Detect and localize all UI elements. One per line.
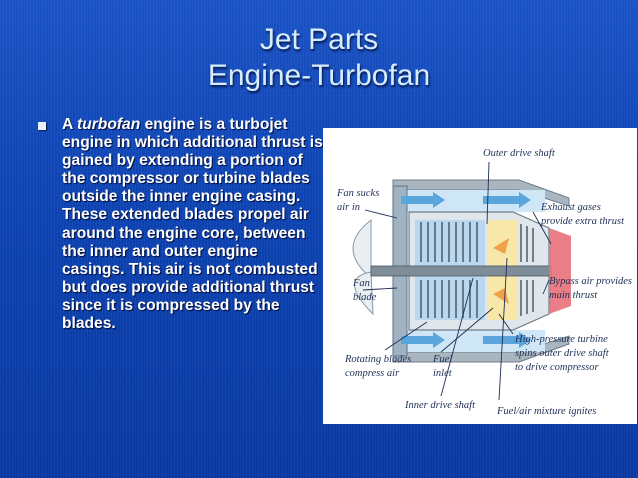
label-bypass-1: Bypass air provides bbox=[549, 276, 632, 287]
label-hpt-3: to drive compressor bbox=[515, 362, 600, 373]
label-rotating-1: Rotating blades bbox=[344, 354, 411, 365]
label-rotating-2: compress air bbox=[345, 368, 400, 379]
label-fuel-2: inlet bbox=[433, 368, 453, 379]
flame-upper bbox=[493, 238, 509, 254]
central-shaft bbox=[370, 265, 552, 277]
turbofan-diagram-svg: Outer drive shaft Fan sucks air in Exhau… bbox=[336, 148, 632, 417]
title-line-1: Jet Parts bbox=[259, 23, 379, 56]
label-exhaust-1: Exhaust gases bbox=[540, 202, 601, 213]
bullet-body: engine is a turbojet engine in which add… bbox=[62, 116, 323, 333]
leader-lines bbox=[362, 161, 552, 401]
label-fan-sucks-1: Fan sucks bbox=[336, 188, 379, 199]
bypass-duct-top bbox=[395, 190, 545, 212]
label-fan-sucks-2: air in bbox=[337, 202, 360, 213]
fan-dome-upper bbox=[352, 218, 372, 280]
label-bypass-2: main thrust bbox=[549, 290, 598, 301]
square-bullet-icon bbox=[38, 122, 46, 130]
label-inner-drive-shaft: Inner drive shaft bbox=[404, 400, 476, 411]
airflow-arrows bbox=[401, 192, 531, 348]
bullet-text: A turbofan engine is a turbojet engine i… bbox=[62, 116, 324, 333]
fan-dome-lower bbox=[354, 271, 374, 316]
label-outer-drive-shaft: Outer drive shaft bbox=[483, 148, 556, 159]
turbofan-diagram: Outer drive shaft Fan sucks air in Exhau… bbox=[323, 128, 637, 424]
bullet-intro: A bbox=[62, 116, 78, 133]
label-fuel-air: Fuel/air mixture ignites bbox=[496, 406, 596, 417]
label-fan-blade-1: Fan bbox=[352, 278, 370, 289]
bypass-duct-bottom bbox=[395, 330, 545, 352]
title-line-2: Engine-Turbofan bbox=[207, 59, 431, 92]
label-fuel-1: Fuel bbox=[432, 354, 452, 365]
exhaust-gases bbox=[549, 228, 571, 314]
compressor-blades bbox=[420, 222, 478, 318]
label-hpt-2: spins outer drive shaft bbox=[515, 348, 610, 359]
slide-title: Jet Parts Engine-Turbofan bbox=[0, 22, 638, 94]
label-exhaust-2: provide extra thrust bbox=[540, 216, 625, 227]
bullet-emphasis: turbofan bbox=[77, 116, 141, 133]
label-hpt-1: High-pressure turbine bbox=[514, 334, 608, 345]
label-fan-blade-2: blade bbox=[353, 292, 377, 303]
turbine-blades bbox=[520, 224, 534, 316]
